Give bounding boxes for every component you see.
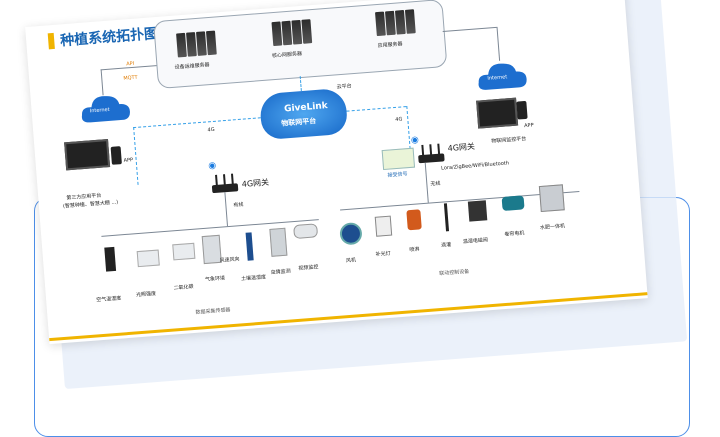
sensor-label: 二氧化碳 — [173, 283, 194, 292]
sensor-label: 气象环境 — [204, 275, 226, 284]
motor-icon — [501, 195, 525, 211]
wired-label: 有线 — [233, 201, 244, 209]
sensor-label: 光照强度 — [135, 290, 157, 299]
link-line — [406, 105, 411, 154]
control-label: 风机 — [345, 257, 357, 265]
givelink-platform: GiveLink 物联网平台 — [258, 87, 349, 141]
display-icon — [381, 147, 416, 171]
wireless-protocols: Lora/ZigBee/WiFi/Bluetooth — [440, 160, 510, 172]
sensor-label: 虫情监测 — [270, 268, 291, 276]
internet-cloud-icon — [478, 63, 527, 90]
link-4g-right: 4G — [395, 116, 403, 123]
insect-monitor-icon — [269, 227, 288, 257]
title-accent-bar — [47, 32, 55, 50]
link-4g-left: 4G — [207, 126, 215, 134]
sprinkler-icon — [406, 209, 422, 231]
app-right-label: APP — [523, 122, 534, 130]
control-label: 补光灯 — [375, 250, 391, 258]
control-group-label: 联动控制设备 — [439, 268, 470, 278]
link-line — [299, 76, 302, 92]
sensor-group-label: 数据采集传感器 — [195, 307, 231, 316]
router-icon — [418, 143, 445, 164]
topology-slide: 种植系统拓扑图 设备运维服务器 核心网服务器 应用服务器 API MQTT In… — [25, 0, 648, 345]
control-label: 喷淋 — [409, 246, 420, 254]
connector-line — [100, 69, 104, 96]
connector-line — [496, 26, 501, 61]
fertigation-machine-icon — [538, 184, 565, 213]
app-left-label: APP — [123, 157, 134, 164]
sensor-label: 空气温湿度 — [96, 295, 122, 304]
camera-icon — [293, 223, 319, 240]
link-line — [133, 117, 261, 129]
control-label: 温湿电磁阀 — [462, 237, 489, 246]
server-icon — [271, 19, 313, 50]
sensor-label: 土壤温湿度 — [240, 274, 267, 283]
phone-icon — [110, 146, 122, 165]
monitor-icon — [476, 97, 519, 129]
gateway-right-label: 4G网关 — [447, 141, 476, 154]
control-label: 滴灌 — [440, 242, 452, 249]
drip-icon — [443, 203, 450, 232]
connector-line — [224, 192, 229, 227]
light-sensor-icon — [136, 249, 160, 268]
router-icon — [211, 173, 239, 194]
link-line — [133, 127, 139, 185]
wifi-icon: ◉ — [207, 160, 217, 172]
gateway-left-label: 4G网关 — [241, 177, 270, 189]
soil-sensor-icon — [245, 232, 254, 261]
connector-line — [101, 219, 319, 237]
grow-light-icon — [374, 215, 393, 237]
server-icon — [176, 30, 218, 61]
wifi-icon: ◉ — [410, 135, 420, 146]
wireless-label: 无线 — [430, 180, 441, 188]
internet-cloud-icon — [81, 96, 130, 123]
protocol-mqtt: MQTT — [123, 74, 138, 82]
control-label: 卷帘电机 — [504, 230, 525, 238]
phone-icon — [516, 100, 528, 120]
fan-icon — [339, 221, 363, 246]
sensor-extra-label: 风速风向 — [219, 256, 240, 264]
temp-sensor-icon — [104, 246, 117, 272]
page-title: 种植系统拓扑图 — [59, 25, 159, 50]
valve-icon — [467, 200, 488, 222]
slide-container: 种植系统拓扑图 设备运维服务器 核心网服务器 应用服务器 API MQTT In… — [25, 0, 691, 390]
connector-line — [442, 26, 497, 33]
link-line — [346, 106, 407, 112]
co2-sensor-icon — [172, 242, 196, 261]
server-icon — [375, 9, 417, 40]
control-label: 水肥一体机 — [539, 223, 566, 232]
display-label: 接受信号 — [387, 171, 408, 179]
monitor-icon — [64, 139, 111, 171]
connector-line — [424, 162, 429, 203]
iot-monitor-label: 物联网监控平台 — [491, 135, 527, 145]
platform-cloud-icon — [258, 87, 349, 141]
sensor-label: 视频监控 — [298, 264, 319, 272]
